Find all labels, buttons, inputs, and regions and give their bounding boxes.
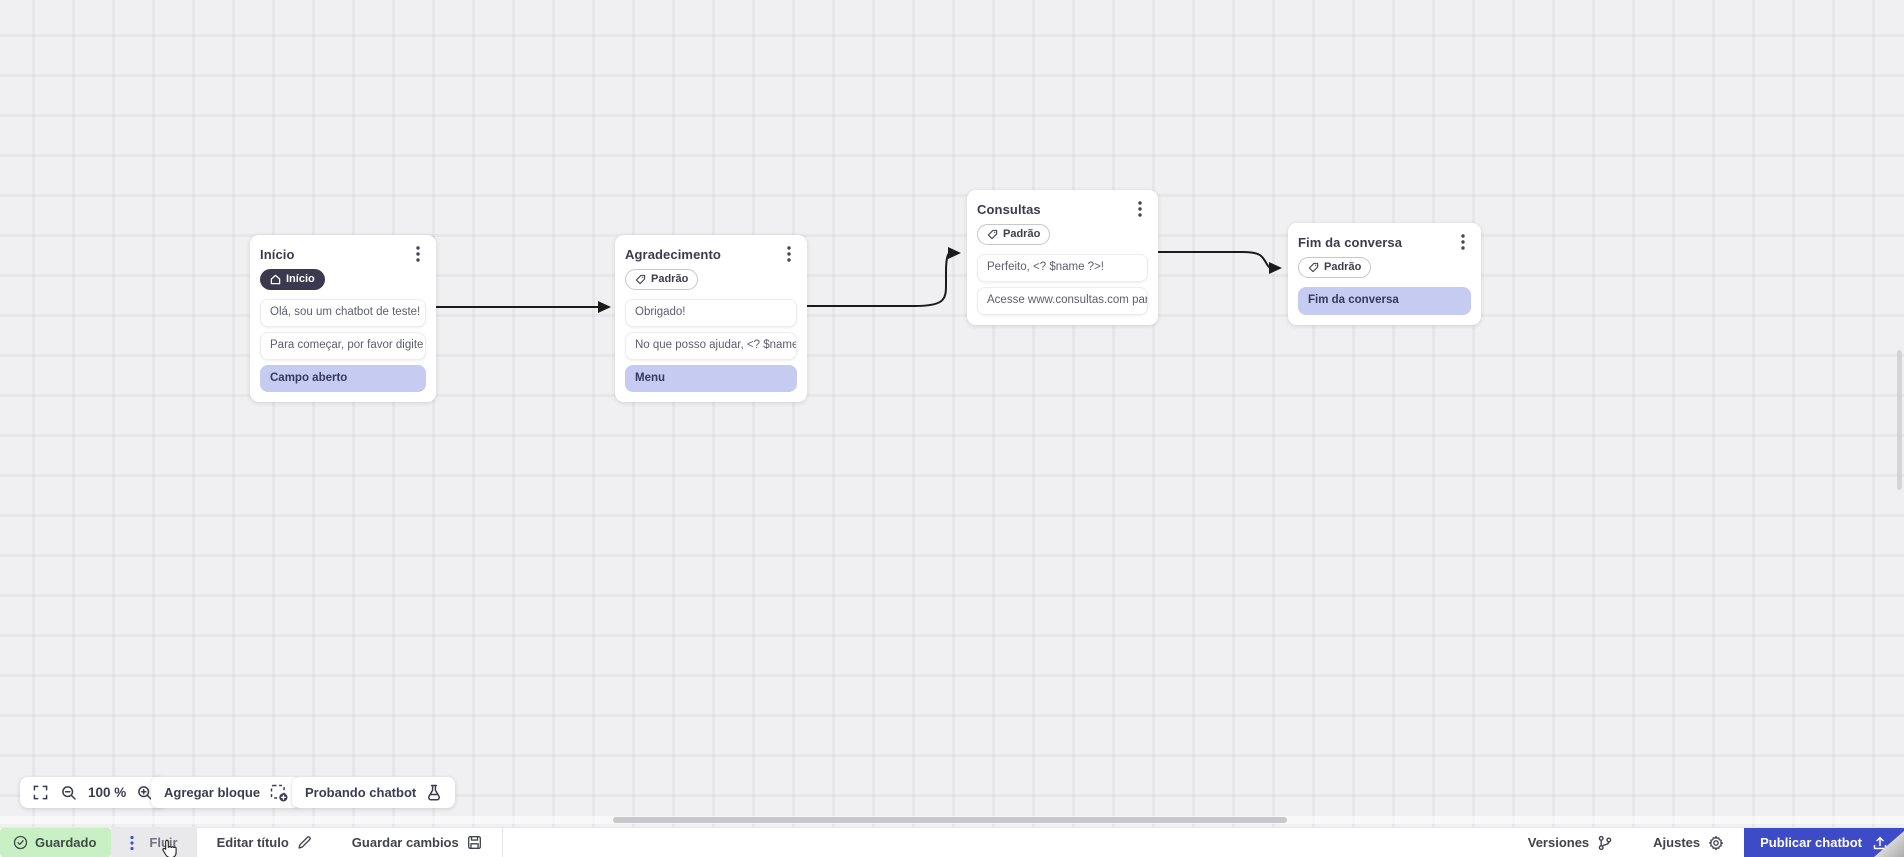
message-row[interactable]: Perfeito, <? $name ?>! (977, 254, 1148, 282)
zoom-out-icon (61, 785, 77, 801)
save-changes-button[interactable]: Guardar cambios (332, 828, 502, 857)
message-row-menu[interactable]: Menu (625, 364, 797, 393)
canvas-zoom-controls: 100 % (20, 777, 167, 808)
git-branch-icon (1597, 835, 1613, 851)
node-type-badge: Início (260, 269, 325, 290)
tag-icon (987, 229, 998, 240)
pencil-icon (297, 835, 312, 850)
test-chatbot-button[interactable]: Probando chatbot (292, 777, 456, 808)
message-row[interactable]: Acesse www.consultas.com par... (977, 286, 1148, 315)
node-menu-button[interactable] (410, 245, 426, 263)
zoom-in-icon (137, 785, 153, 801)
node-type-label: Padrão (1324, 261, 1362, 273)
node-title: Agradecimento (625, 246, 721, 262)
tab-flow-label: Fluir (149, 835, 178, 850)
test-chatbot-label: Probando chatbot (305, 785, 417, 800)
node-type-label: Padrão (651, 273, 689, 285)
flow-node-consultas[interactable]: Consultas Padrão Perfeito, <? $name ?>! … (967, 190, 1158, 325)
tag-icon (1308, 262, 1319, 273)
settings-label: Ajustes (1653, 835, 1701, 850)
horizontal-scrollbar-thumb[interactable] (613, 817, 1287, 823)
node-title: Fim da conversa (1298, 234, 1403, 250)
message-row-end[interactable]: Fim da conversa (1298, 287, 1471, 315)
versions-button[interactable]: Versiones (1508, 828, 1633, 857)
node-menu-button[interactable] (1132, 200, 1148, 218)
drag-handle-icon (130, 835, 135, 851)
statusbar-spacer (503, 828, 1508, 857)
message-row[interactable]: No que posso ajudar, <? $name ... (625, 331, 797, 360)
publish-chatbot-button[interactable]: Publicar chatbot (1744, 828, 1904, 857)
saved-status-label: Guardado (35, 835, 97, 850)
flow-node-inicio[interactable]: Início Início Olá, sou um chatbot de tes… (250, 235, 436, 403)
node-menu-button[interactable] (781, 245, 797, 263)
message-row[interactable]: Para começar, por favor digite o ... (260, 331, 426, 360)
add-block-button[interactable]: Agregar bloque (151, 777, 302, 808)
zoom-out-button[interactable] (59, 785, 79, 801)
node-title: Início (260, 246, 295, 262)
node-type-label: Padrão (1003, 228, 1041, 240)
message-row[interactable]: Olá, sou um chatbot de teste! (260, 299, 426, 327)
flow-node-agradecimento[interactable]: Agradecimento Padrão Obrigado! No que po… (615, 235, 807, 403)
status-bar: Guardado Fluir Editar título Guardar cam… (0, 827, 1904, 857)
fullscreen-icon (33, 785, 48, 800)
flask-icon (426, 784, 442, 801)
node-type-badge: Padrão (625, 269, 699, 290)
node-type-badge: Padrão (977, 224, 1051, 245)
node-menu-button[interactable] (1455, 233, 1471, 251)
publish-chatbot-label: Publicar chatbot (1760, 835, 1862, 850)
node-type-label: Início (286, 273, 315, 285)
versions-label: Versiones (1527, 835, 1590, 850)
fullscreen-button[interactable] (31, 785, 50, 800)
saved-status-badge: Guardado (0, 828, 112, 857)
node-title: Consultas (977, 201, 1041, 217)
zoom-in-button[interactable] (135, 785, 155, 801)
save-changes-label: Guardar cambios (351, 835, 459, 850)
zoom-level-value: 100 % (88, 785, 127, 800)
flow-node-fim-da-conversa[interactable]: Fim da conversa Padrão Fim da conversa (1288, 223, 1481, 325)
settings-button[interactable]: Ajustes (1633, 828, 1744, 857)
tag-icon (635, 274, 646, 285)
node-type-badge: Padrão (1298, 257, 1372, 278)
upload-icon (1872, 835, 1888, 851)
gear-icon (1708, 835, 1724, 851)
vertical-scrollbar-thumb[interactable] (1897, 350, 1902, 490)
edit-title-label: Editar título (216, 835, 289, 850)
toolbar-divider (501, 828, 503, 857)
add-block-label: Agregar bloque (164, 785, 261, 800)
home-icon (270, 274, 281, 285)
tab-flow[interactable]: Fluir (111, 828, 197, 857)
add-block-icon (270, 784, 288, 802)
message-row[interactable]: Obrigado! (625, 299, 797, 327)
edit-title-button[interactable]: Editar título (197, 828, 332, 857)
check-circle-icon (13, 835, 28, 850)
message-row-open-field[interactable]: Campo aberto (260, 364, 426, 393)
save-icon (467, 835, 482, 850)
